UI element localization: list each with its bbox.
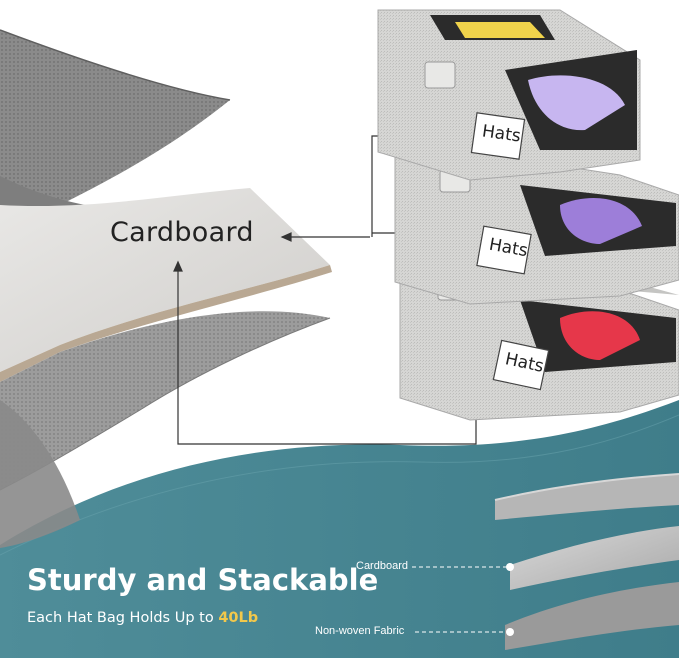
teal-banner [0,400,679,658]
banner-headline: Sturdy and Stackable [27,563,379,597]
banner-subline: Each Hat Bag Holds Up to 40Lb [27,610,258,626]
weight-capacity: 40Lb [218,610,259,626]
box-middle [394,139,679,305]
box-top [377,9,641,181]
storage-box-stack [377,9,679,421]
layer-cross-section [412,473,679,650]
cardboard-callout-label: Cardboard [110,217,254,248]
legend-fabric-label: Non-woven Fabric [315,625,405,637]
legend-cardboard-label: Cardboard [356,560,408,572]
cardboard-layer-diagram [0,29,332,548]
subline-prefix: Each Hat Bag Holds Up to [27,610,219,626]
